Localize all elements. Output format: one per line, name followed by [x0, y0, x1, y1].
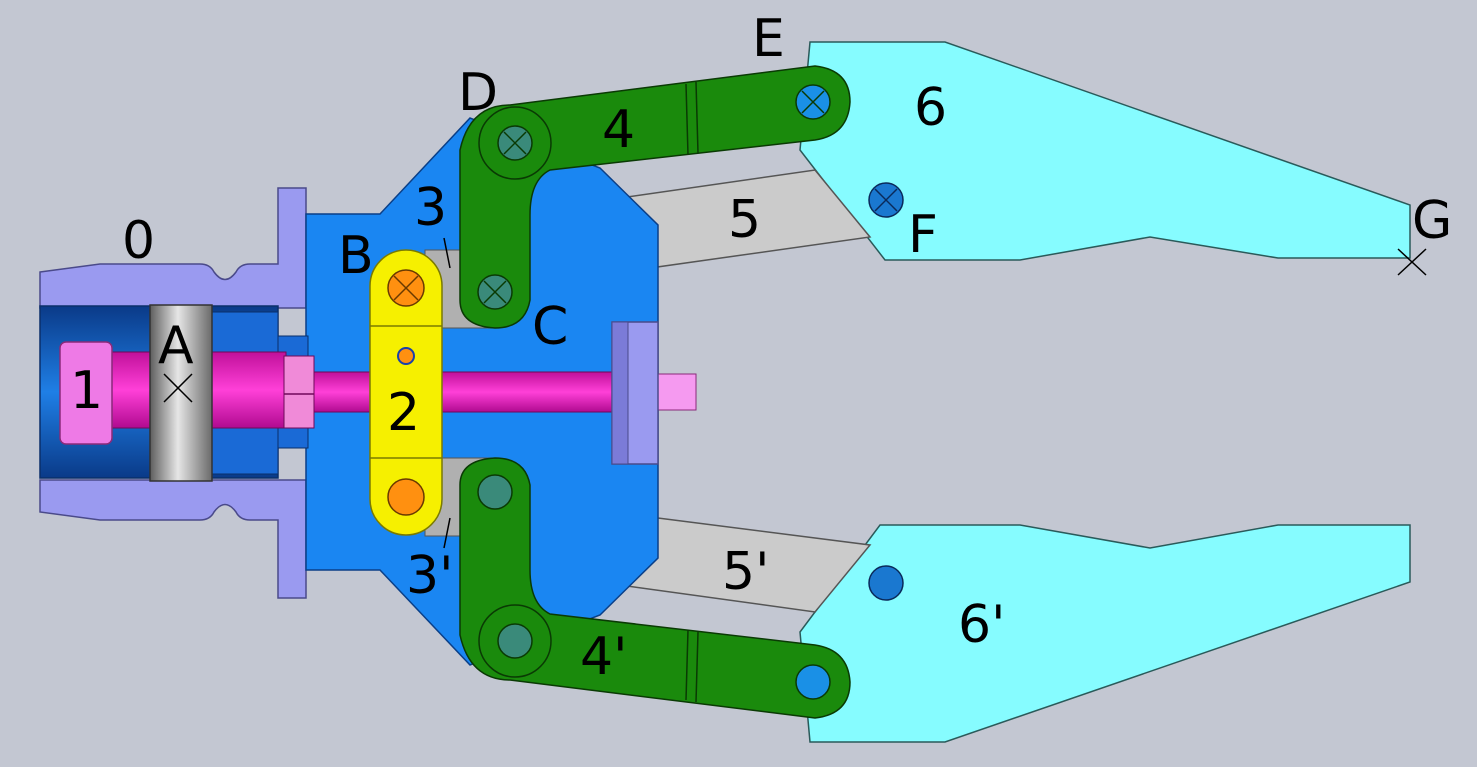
- leader-3-prime: [443, 517, 451, 549]
- pin-B-cross-b: [393, 275, 419, 301]
- arm-4-prime: [459, 457, 851, 719]
- pin-F-prime: [868, 565, 904, 601]
- piston-rod: [305, 371, 617, 413]
- label-part-0: 0: [122, 211, 155, 271]
- label-point-C: C: [532, 297, 568, 357]
- link-2: [369, 249, 443, 536]
- label-part-5: 5: [728, 190, 761, 250]
- label-point-E: E: [752, 9, 785, 69]
- frame-0: [39, 187, 307, 309]
- label-part-4-prime: 4': [580, 627, 627, 687]
- label-part-4: 4: [602, 100, 635, 160]
- pin-E-prime: [795, 664, 831, 700]
- arm-4-joint-a: [685, 83, 689, 156]
- pin-B-prime: [387, 478, 425, 516]
- label-point-B: B: [338, 226, 374, 286]
- pin-F-cross-b: [874, 188, 898, 212]
- small-pin: [397, 347, 415, 365]
- arm-4-joint-b: [695, 81, 699, 154]
- pin-C-cross-b: [483, 280, 507, 304]
- label-part-1: 1: [70, 361, 103, 421]
- pin-D-cross-b: [503, 131, 527, 155]
- label-point-F: F: [908, 205, 938, 265]
- leader-3: [443, 237, 451, 269]
- marker-G-b: [1397, 248, 1427, 276]
- silver-ring: [149, 304, 213, 482]
- pin-E-cross-b: [801, 90, 825, 114]
- label-part-3: 3: [414, 178, 447, 238]
- rod-nut: [283, 355, 315, 429]
- label-point-G: G: [1412, 191, 1452, 251]
- arm-4: [459, 65, 851, 329]
- guide-bushing-face: [611, 321, 629, 465]
- jaw-6: [799, 41, 1411, 261]
- frame-0-lower: [39, 479, 307, 599]
- pin-C-prime: [477, 474, 513, 510]
- label-part-3-prime: 3': [406, 546, 453, 606]
- pin-D-prime: [497, 623, 533, 659]
- arm-4-prime-joint-a: [685, 629, 689, 701]
- label-part-6-prime: 6': [958, 595, 1005, 655]
- label-part-6: 6: [914, 78, 947, 138]
- marker-A-b: [163, 373, 193, 403]
- label-part-5-prime: 5': [722, 542, 769, 602]
- label-part-2: 2: [387, 383, 420, 443]
- label-point-A: A: [158, 316, 194, 376]
- arm-4-prime-joint-b: [695, 631, 699, 703]
- jaw-6-prime: [799, 524, 1411, 743]
- piston-1: [59, 341, 113, 445]
- label-point-D: D: [458, 63, 498, 123]
